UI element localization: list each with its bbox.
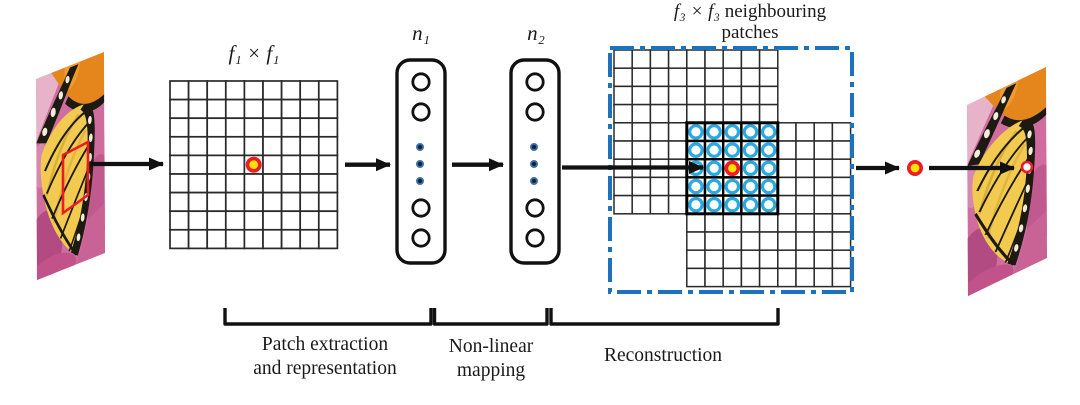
input-patch-outline <box>61 139 90 216</box>
feature-column-n2 <box>509 58 561 265</box>
stage-line: Non-linear <box>448 336 534 357</box>
feature-column-n1 <box>395 58 447 265</box>
stage-label-non-linear-mapping: Non-linear mapping <box>416 335 566 382</box>
f3-label-line2: patches <box>721 22 779 43</box>
stage-label-reconstruction: Reconstruction <box>563 344 763 368</box>
n1-label: n₁ <box>412 21 430 45</box>
f3-label-text: neighbouring <box>724 1 827 22</box>
stage-line: mapping <box>456 359 526 381</box>
reconstruction-region-box <box>608 46 854 294</box>
f3-patches-label: f₃ × f₃ neighbouring patches <box>628 1 872 43</box>
input-image-butterfly <box>28 49 114 294</box>
n2-label: n₂ <box>527 21 545 45</box>
f3-label-math: f₃ × f₃ <box>673 1 720 22</box>
output-image-butterfly <box>957 62 1057 310</box>
stage-line: and representation <box>253 357 397 379</box>
input-patch-size-label: f₁ × f₁ <box>228 41 280 65</box>
lr-patch-grid <box>169 80 339 250</box>
reconstructed-pixel-dot <box>906 160 923 177</box>
brace-reconstruction <box>549 308 780 326</box>
stage-line: Patch extraction <box>261 334 389 355</box>
output-pixel-marker <box>1020 160 1034 174</box>
brace-non-linear-mapping <box>432 308 549 326</box>
stage-label-patch-extraction: Patch extraction and representation <box>225 333 425 380</box>
f3-label-line1: f₃ × f₃ neighbouring <box>628 1 872 22</box>
stage-line: Reconstruction <box>603 345 723 366</box>
f3-patch-block <box>685 121 780 216</box>
brace-patch-extraction <box>223 308 433 326</box>
